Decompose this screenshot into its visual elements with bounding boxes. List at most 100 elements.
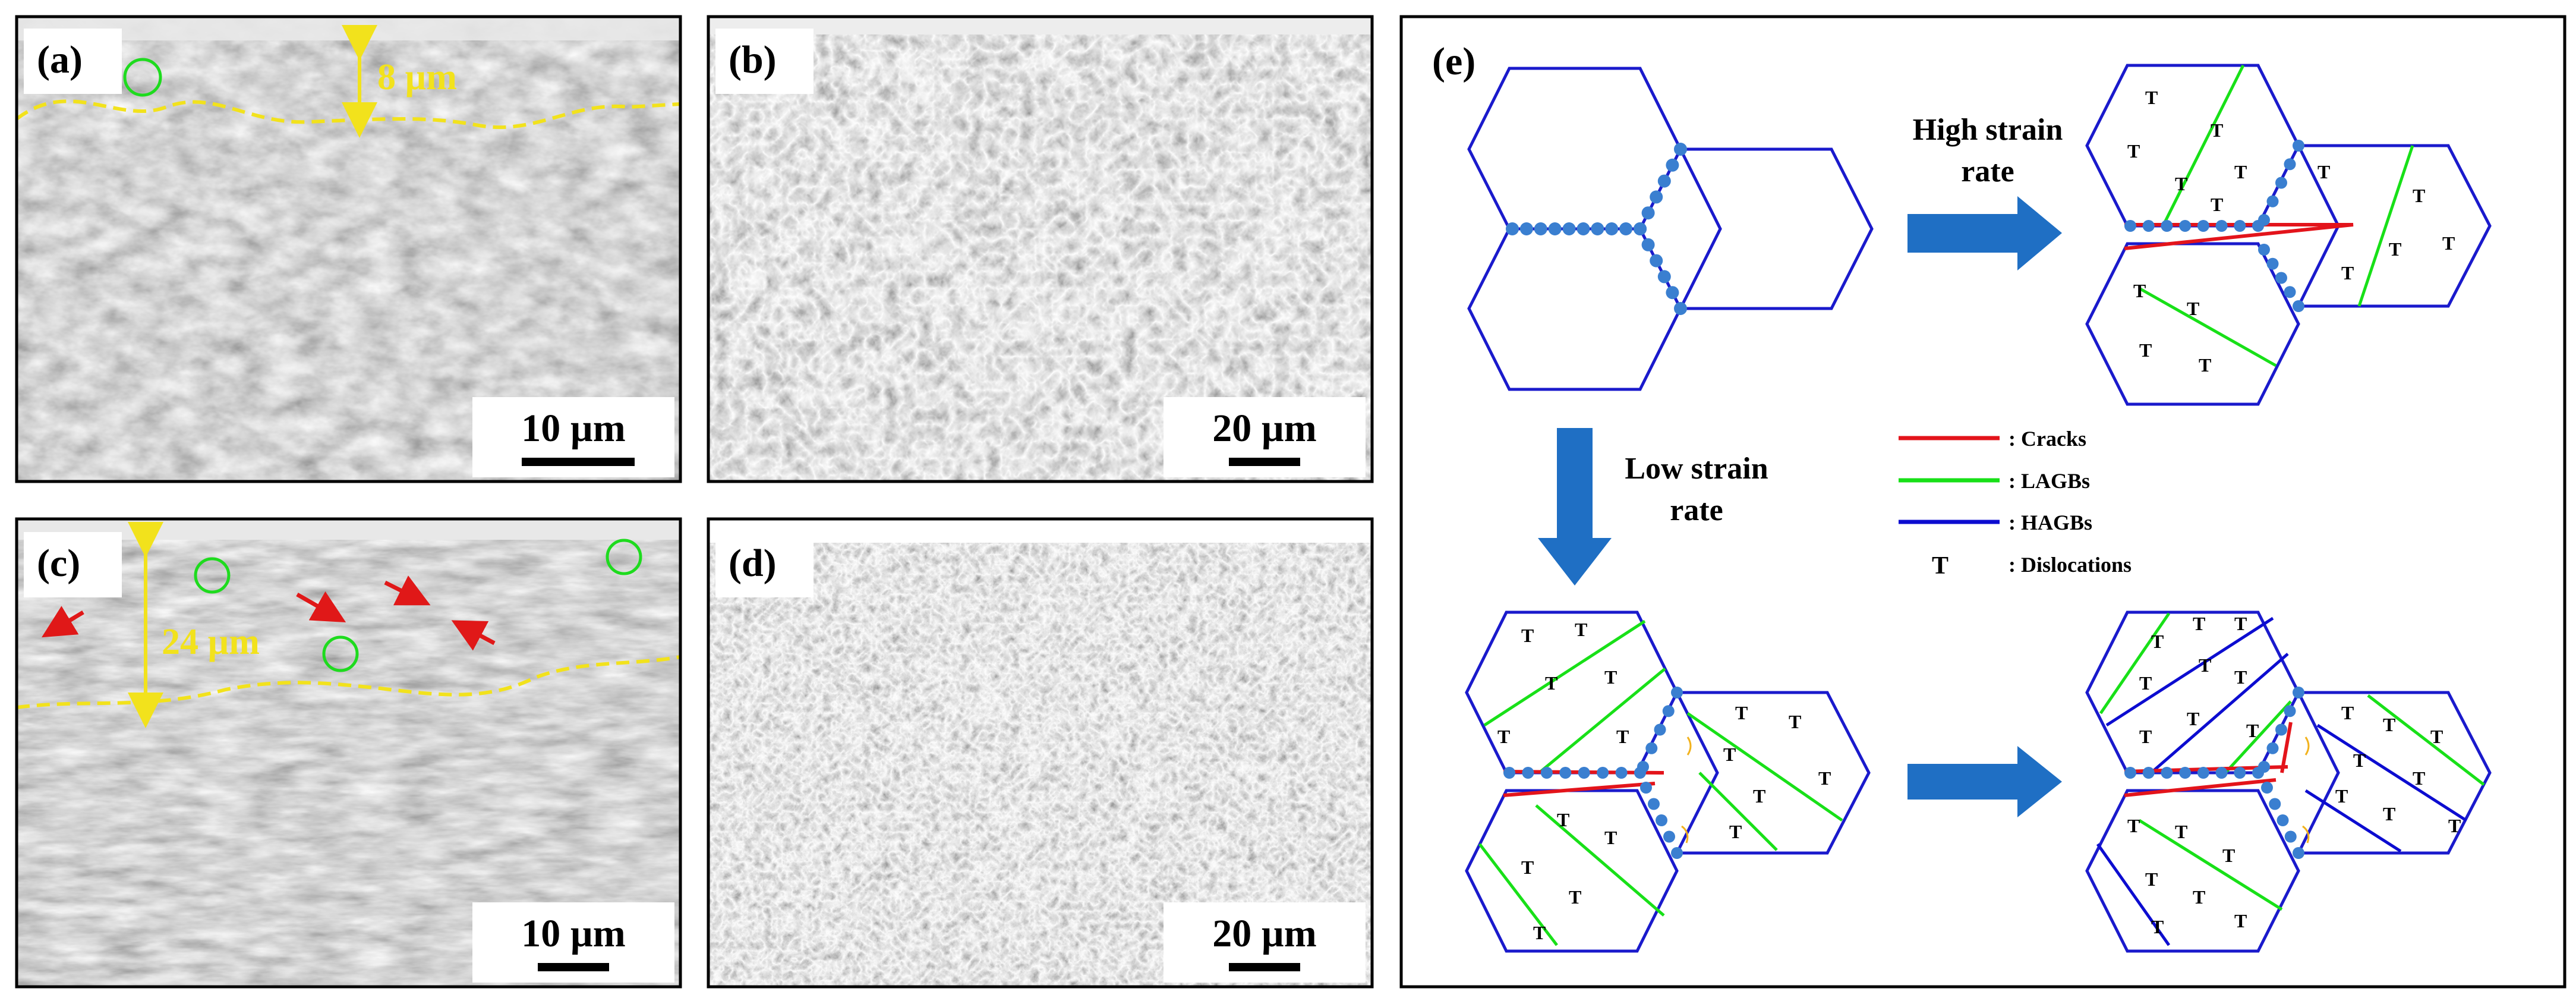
- dislocation-symbol: T: [2151, 916, 2164, 937]
- orange-arrow: [1681, 825, 1689, 844]
- panel-a-label: (a): [37, 38, 83, 81]
- boundary-precipitate-dot: [1548, 222, 1562, 235]
- lagb-line: [2224, 700, 2292, 774]
- boundary-precipitate-dot: [1597, 767, 1609, 779]
- grain-low-right: [1674, 691, 1871, 855]
- boundary-dots-high-rate: [2124, 140, 2304, 312]
- panel-b-top-edge: [708, 17, 1372, 34]
- lagb-line: [1478, 843, 1558, 946]
- boundary-precipitate-dot: [2161, 767, 2173, 779]
- dislocation-symbol: T: [2193, 613, 2205, 634]
- panel-c: 24 µm (c) 10 µm: [15, 517, 682, 989]
- legend: : Cracks : LAGBs : HAGBs T : Dislocation…: [1899, 427, 2132, 580]
- high-strain-rate-label-line1: High strain: [1913, 113, 2063, 147]
- panel-a-thickness-label: 8 µm: [377, 57, 457, 97]
- panel-a-frame: [15, 15, 682, 483]
- boundary-precipitate-dot: [1641, 238, 1655, 251]
- dislocation-symbol: T: [2139, 339, 2152, 361]
- grain-initial-right: [1678, 147, 1874, 310]
- dislocation-symbol: T: [1789, 711, 1801, 732]
- boundary-dots-initial: [1506, 143, 1687, 315]
- legend-lagbs-label: : LAGBs: [2009, 469, 2090, 493]
- dislocation-symbol: T: [1545, 672, 1557, 694]
- dislocation-symbol: T: [2187, 708, 2199, 729]
- panel-c-scalebar: [538, 963, 609, 971]
- lagb-line: [2099, 612, 2171, 715]
- panel-d: (d) 20 µm: [707, 517, 1374, 989]
- boundary-precipitate-dot: [2124, 767, 2136, 779]
- panel-a-boundary-line: [17, 99, 680, 129]
- panel-b-label-box: [715, 29, 814, 94]
- hagb-line: [2150, 653, 2289, 774]
- boundary-precipitate-dot: [1522, 767, 1534, 779]
- lagb-line: [1483, 619, 1646, 727]
- low-strain-rate-label-line2: rate: [1670, 493, 1723, 527]
- dislocation-symbol: T: [1497, 726, 1510, 747]
- boundary-precipitate-dot: [1657, 270, 1671, 284]
- boundary-precipitate-dot: [2234, 767, 2246, 779]
- boundary-precipitate-dot: [2142, 220, 2155, 232]
- dislocation-symbol: T: [1521, 857, 1534, 878]
- boundary-precipitate-dot: [1540, 767, 1553, 779]
- boundary-precipitate-dot: [2266, 742, 2279, 754]
- lagbs-high-rate: [2138, 64, 2414, 367]
- panel-b-scalebar: [1229, 458, 1300, 466]
- boundary-precipitate-dot: [2258, 214, 2270, 226]
- hagb-line: [2096, 843, 2171, 946]
- lagb-line: [2367, 694, 2485, 786]
- lagb-line: [1535, 804, 1665, 917]
- boundary-precipitate-dot: [1506, 222, 1519, 235]
- boundary-precipitate-dot: [2215, 220, 2228, 232]
- dislocation-symbol: T: [1604, 666, 1617, 688]
- dislocation-symbol: T: [2335, 785, 2348, 807]
- panel-c-label: (c): [37, 542, 80, 585]
- boundary-precipitate-dot: [2293, 140, 2304, 152]
- dislocation-symbol: T: [1818, 767, 1831, 789]
- dislocation-symbol: T: [2353, 750, 2366, 771]
- boundary-precipitate-dot: [1666, 158, 1679, 172]
- panel-d-scalebar: [1229, 963, 1300, 971]
- panel-c-red-arrow-2: [296, 591, 346, 622]
- panel-d-label-box: [715, 532, 814, 597]
- panel-d-scalebar-label: 20 µm: [1212, 912, 1317, 955]
- boundary-dots-low-rate: [1503, 687, 1683, 859]
- panel-c-frame: [15, 517, 682, 989]
- orange-arrow: [2304, 737, 2310, 756]
- boundary-precipitate-dot: [1519, 222, 1533, 235]
- boundary-precipitate-dot: [1578, 767, 1590, 779]
- dislocation-symbol: T: [1729, 821, 1742, 842]
- boundary-precipitate-dot: [1619, 222, 1633, 235]
- panel-d-label: (d): [729, 542, 777, 585]
- boundary-precipitate-dot: [1648, 798, 1660, 810]
- boundary-precipitate-dot: [1534, 222, 1547, 235]
- boundary-precipitate-dot: [1650, 190, 1663, 204]
- dislocation-symbol: T: [2246, 720, 2259, 741]
- boundary-precipitate-dot: [1674, 302, 1687, 315]
- boundary-precipitate-dot: [2215, 767, 2228, 779]
- yellow-arrows-final: [2302, 737, 2310, 844]
- boundary-precipitate-dot: [1656, 814, 1667, 826]
- panel-c-label-box: [24, 532, 122, 597]
- boundary-precipitate-dot: [2266, 257, 2279, 270]
- boundary-precipitate-dot: [2124, 220, 2136, 232]
- lagb-line: [2357, 145, 2414, 307]
- boundary-precipitate-dot: [1634, 222, 1647, 235]
- hagb-line: [2105, 616, 2274, 727]
- boundary-precipitate-dot: [2261, 782, 2273, 794]
- dislocation-symbol: T: [2175, 821, 2187, 842]
- boundary-precipitate-dot: [1640, 782, 1652, 794]
- dislocation-symbol: T: [2234, 910, 2247, 931]
- panel-e-label: (e): [1432, 40, 1475, 83]
- dislocation-symbol: T: [2389, 238, 2401, 260]
- boundary-precipitate-dot: [2266, 195, 2279, 207]
- panel-c-top-edge: [17, 519, 680, 540]
- boundary-precipitate-dot: [2284, 158, 2296, 171]
- dislocation-symbol: T: [2127, 815, 2140, 836]
- dislocation-symbol: T: [2139, 672, 2152, 694]
- dislocation-symbol: T: [1604, 827, 1617, 848]
- lagb-line: [1686, 712, 1843, 822]
- dislocation-symbol: T: [2151, 631, 2164, 652]
- boundary-precipitate-dot: [1666, 286, 1679, 300]
- dislocation-symbol: T: [1753, 785, 1765, 807]
